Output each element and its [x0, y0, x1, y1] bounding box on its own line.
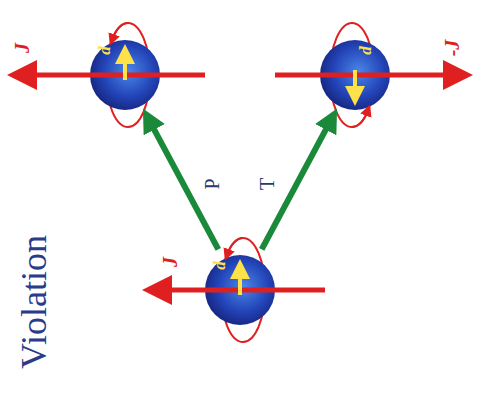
diagram-title: Violation [16, 235, 52, 369]
spin-label: J [12, 43, 32, 53]
orbit-front [352, 110, 368, 127]
orbit-front [112, 23, 128, 40]
spin-arrow [275, 73, 458, 78]
spin-label: -J [442, 40, 462, 57]
dipole-label: d [210, 261, 227, 270]
sphere [320, 40, 390, 110]
spin-label: J [160, 257, 180, 267]
dipole-label: d [356, 46, 373, 55]
dipole-label: d [95, 46, 112, 55]
sphere [205, 255, 275, 325]
spin-arrow [22, 73, 205, 78]
sphere [90, 40, 160, 110]
dipole-arrow [353, 70, 357, 96]
orbit-front [227, 238, 243, 255]
dipole-arrow [238, 269, 242, 295]
symmetry-label: P [202, 177, 222, 192]
dipole-arrow [123, 54, 127, 80]
symmetry-label: T [257, 176, 277, 192]
